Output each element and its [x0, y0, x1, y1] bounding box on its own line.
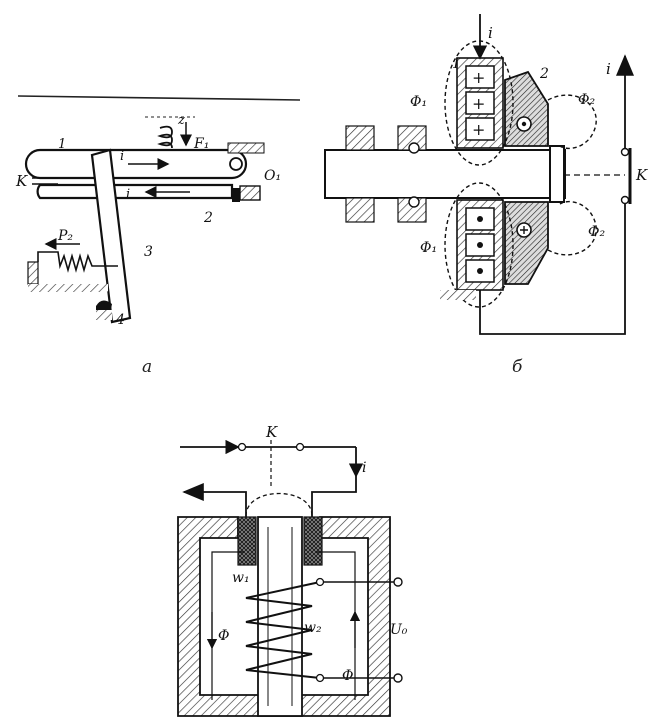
panel-a: K z F₁ O₁ i i 1 2 3 4 P₂ а — [15, 95, 301, 377]
label-f1: F₁ — [193, 136, 209, 152]
label-2b: 2 — [539, 66, 549, 82]
plus-1: + — [472, 68, 485, 87]
label-p2: P₂ — [57, 228, 73, 244]
label-o1: O₁ — [264, 168, 281, 184]
label-i-bottom: i — [126, 187, 130, 202]
label-kc: K — [265, 423, 278, 441]
panel-c: K i w₁ w₂ U₀ Φ Φ — [177, 423, 408, 717]
label-i-in: i — [488, 24, 493, 42]
label-2: 2 — [203, 210, 213, 226]
label-w2: w₂ — [304, 620, 322, 636]
label-phi2-bottom: Φ₂ — [588, 224, 605, 240]
label-ic: i — [362, 460, 366, 476]
label-phi2-top: Φ₂ — [578, 92, 595, 108]
label-w1: w₁ — [232, 570, 250, 586]
pivot-o1 — [229, 157, 243, 171]
label-i-out: i — [606, 60, 611, 78]
conductor-2 — [36, 183, 234, 200]
label-1: 1 — [58, 137, 66, 152]
caption-b: б — [512, 357, 523, 377]
label-i-top: i — [120, 149, 124, 164]
label-phi-right: Φ — [342, 668, 353, 684]
caption-a: а — [142, 357, 152, 377]
label-kb: K — [635, 166, 648, 184]
panel-b: + + + i i 1 2 — [324, 14, 648, 377]
label-4: 4 — [115, 312, 125, 328]
label-u0: U₀ — [390, 622, 408, 638]
plus-3: + — [472, 120, 485, 139]
plus-2: + — [472, 94, 485, 113]
label-phi-left: Φ — [218, 628, 229, 644]
label-z: z — [177, 113, 185, 128]
label-phi1-top: Φ₁ — [410, 94, 427, 110]
label-1b: 1 — [452, 57, 460, 72]
label-k: K — [15, 172, 28, 190]
label-3: 3 — [144, 244, 153, 260]
label-phi1-bottom: Φ₁ — [420, 240, 437, 256]
